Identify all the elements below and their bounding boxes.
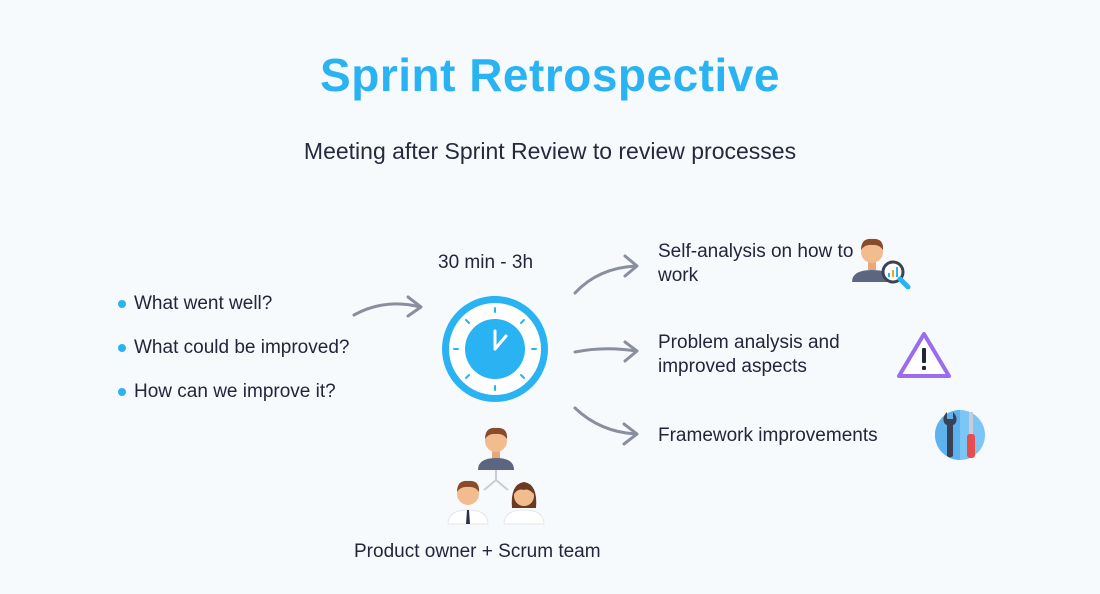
bullet-dot-icon: [118, 300, 126, 308]
question-text: What went well?: [134, 293, 273, 314]
page-subtitle: Meeting after Sprint Review to review pr…: [303, 138, 797, 164]
person-magnifier-icon: [852, 238, 911, 290]
duration-label: 30 min - 3h: [438, 252, 534, 273]
outcome-problem-analysis: Problem analysis and improved aspects: [658, 332, 840, 377]
team-icon: [447, 427, 545, 525]
warning-icon: [897, 332, 951, 378]
clock-icon: [442, 296, 548, 402]
bullet-dot-icon: [118, 388, 126, 396]
bullet-dot-icon: [118, 344, 126, 352]
question-item: What went well?: [118, 294, 349, 314]
question-item: What could be improved?: [118, 338, 349, 358]
team-label: Product owner + Scrum team: [354, 541, 601, 562]
tools-icon: [935, 410, 985, 460]
page-title: Sprint Retrospective: [320, 49, 780, 101]
question-list: What went well? What could be improved? …: [118, 294, 349, 426]
outcome-framework-improvements: Framework improvements: [658, 425, 878, 446]
question-item: How can we improve it?: [118, 382, 349, 402]
question-text: What could be improved?: [134, 337, 350, 358]
outcome-self-analysis: Self-analysis on how to work: [658, 241, 854, 286]
question-text: How can we improve it?: [134, 381, 336, 402]
